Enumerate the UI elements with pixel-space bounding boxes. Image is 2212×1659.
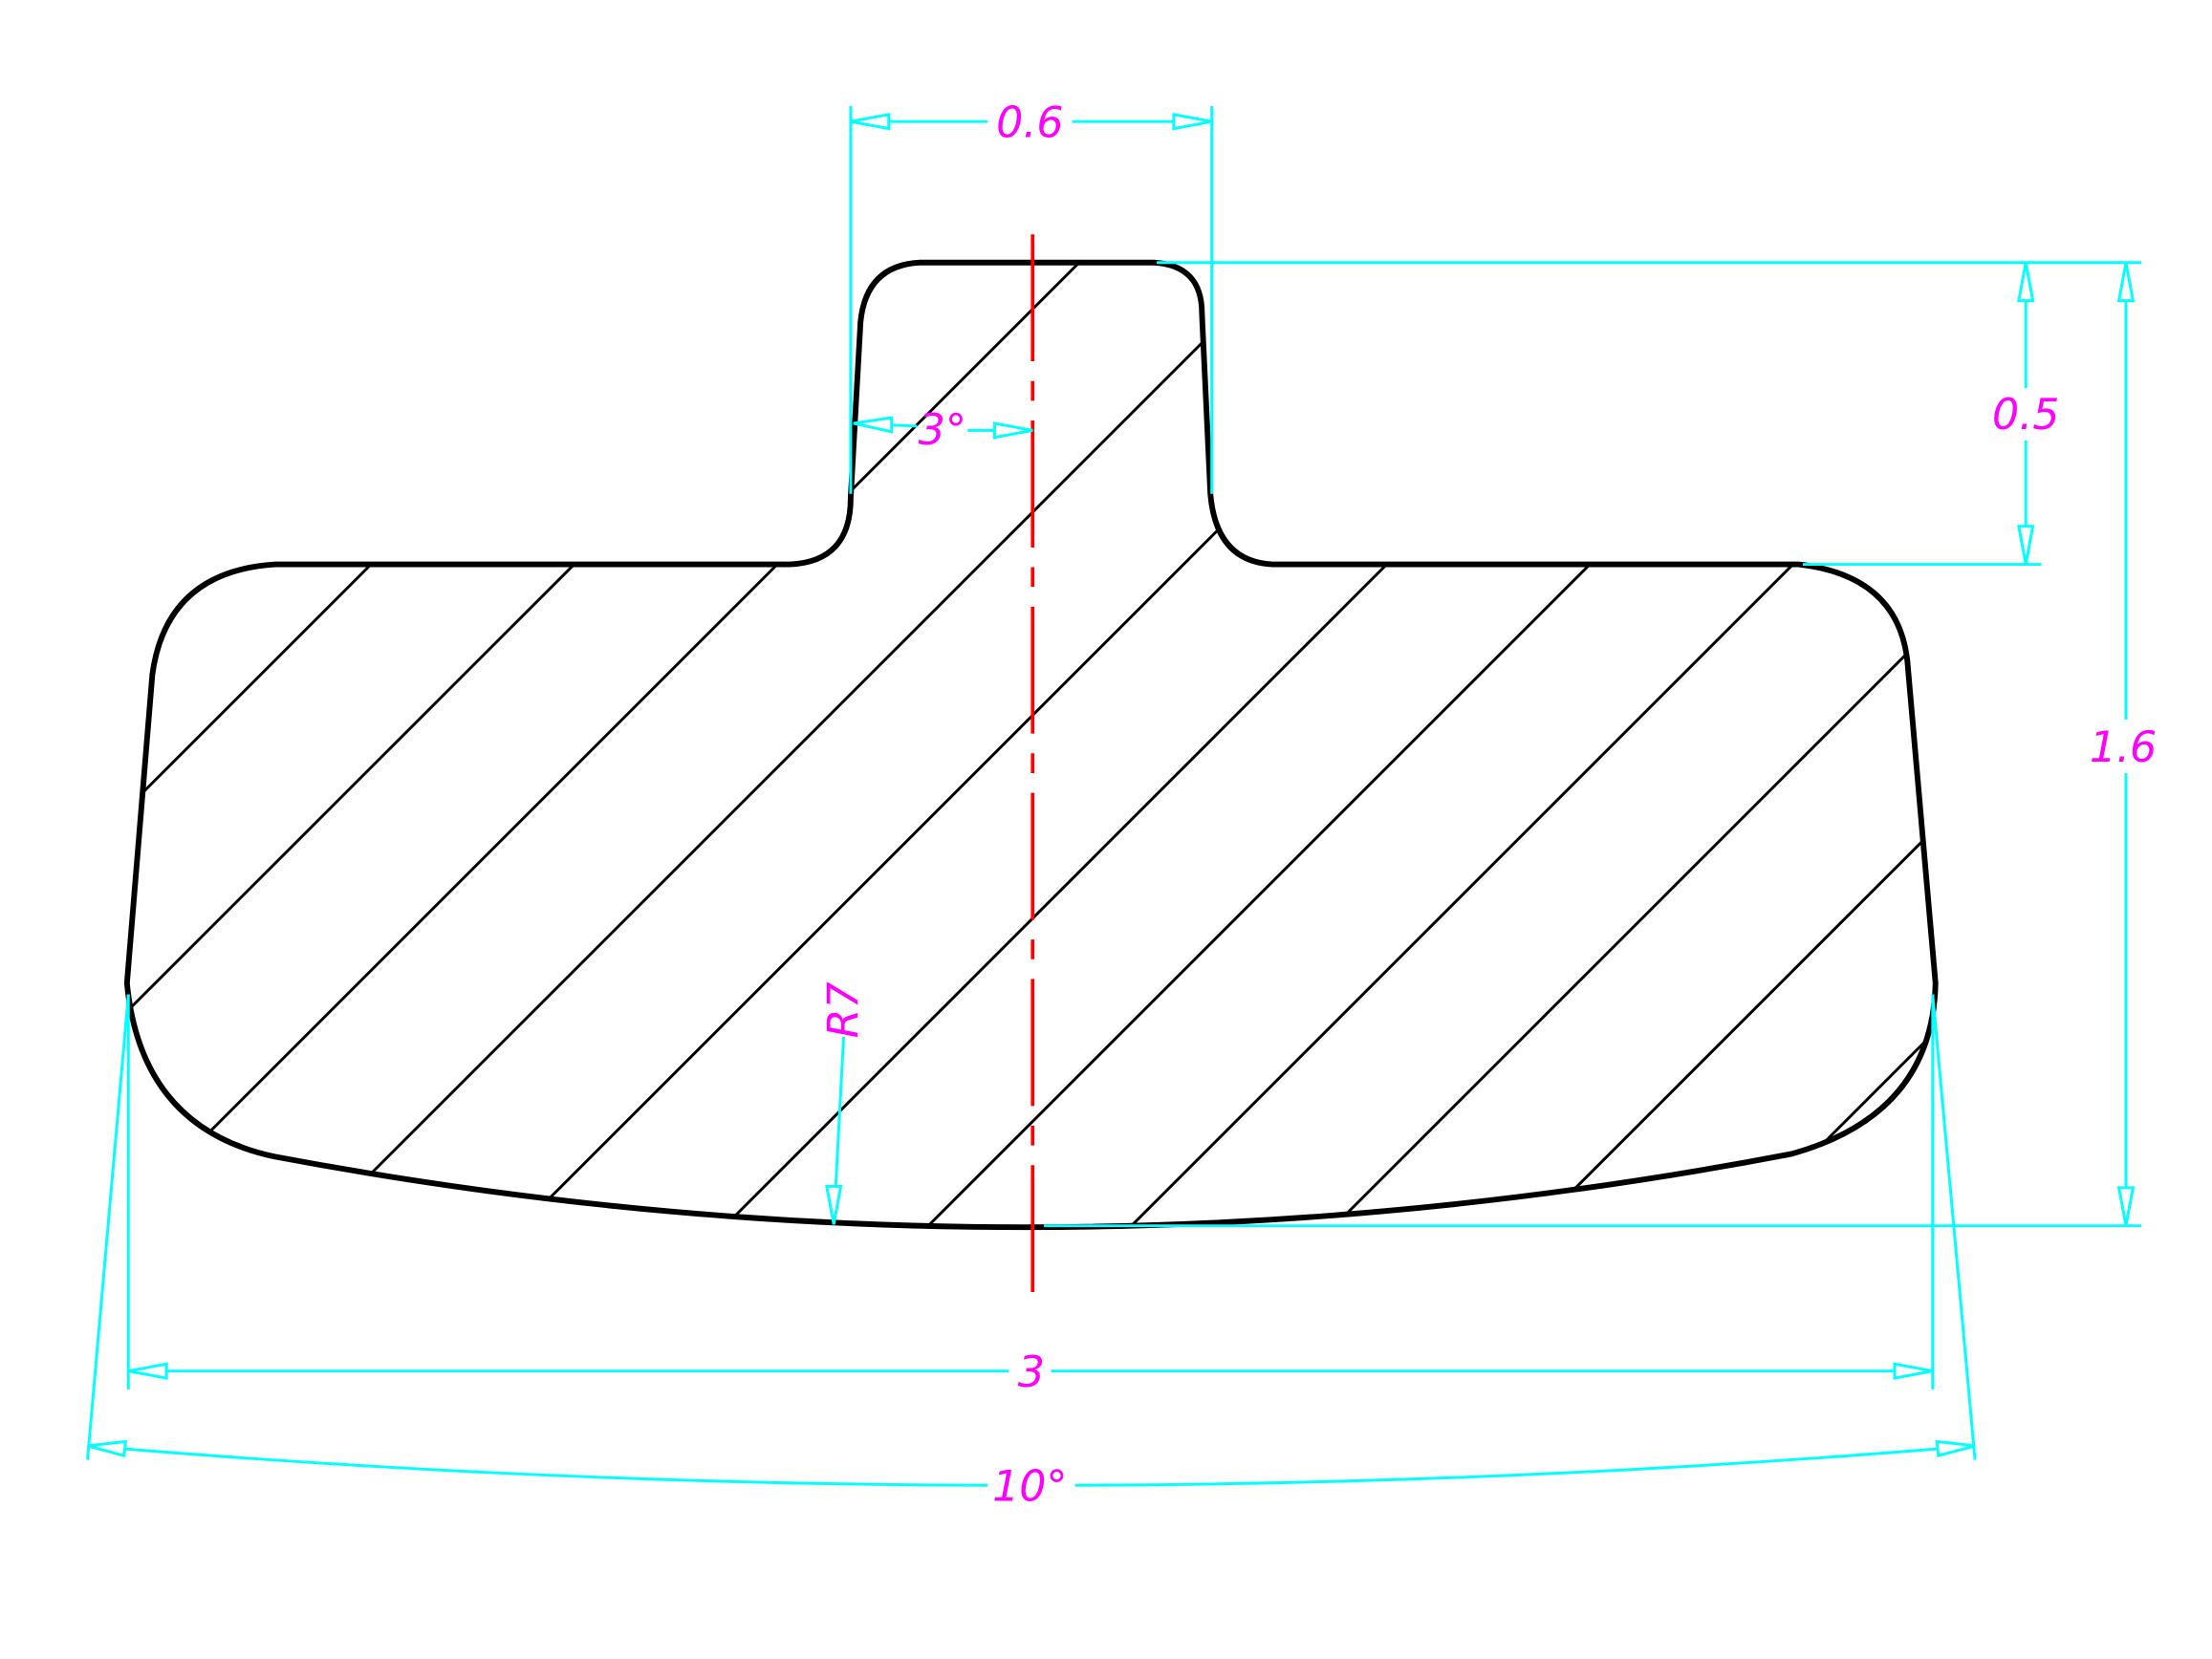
hatch-line bbox=[126, 262, 999, 1228]
dimension-tab-width: 0.6 bbox=[849, 98, 1214, 494]
hatch-line bbox=[126, 262, 795, 1228]
dimension-label-draft-angle: 3° bbox=[919, 406, 966, 455]
dimension-label-tab-width: 0.6 bbox=[996, 98, 1063, 147]
hatch-line bbox=[945, 262, 1936, 1228]
dimension-label-tab-height: 0.5 bbox=[1992, 391, 2059, 440]
hatch-line bbox=[1554, 262, 1936, 1228]
dimension-base-width: 3 bbox=[126, 994, 1935, 1397]
dimension-side-angle: 10° bbox=[86, 994, 1977, 1511]
hatch-line bbox=[1352, 262, 1936, 1228]
hatch-line bbox=[336, 262, 1608, 1228]
dimension-heights: 0.5 1.6 bbox=[1044, 261, 2157, 1228]
dimension-label-total-height: 1.6 bbox=[2090, 723, 2157, 772]
hatch-line bbox=[539, 262, 1811, 1228]
dimension-label-side-angle: 10° bbox=[992, 1462, 1067, 1511]
hatch-pattern bbox=[126, 262, 1936, 1228]
t-profile-outline bbox=[123, 259, 1939, 1231]
hatch-line bbox=[126, 262, 1202, 1228]
dimension-label-base-width: 3 bbox=[1018, 1348, 1045, 1397]
hatch-line bbox=[1148, 262, 1936, 1228]
dimension-label-radius: R7 bbox=[819, 981, 868, 1038]
dimension-bottom-radius: R7 bbox=[819, 981, 868, 1225]
dimension-draft-angle: 3° bbox=[853, 406, 1033, 455]
hatch-line bbox=[742, 262, 1936, 1228]
